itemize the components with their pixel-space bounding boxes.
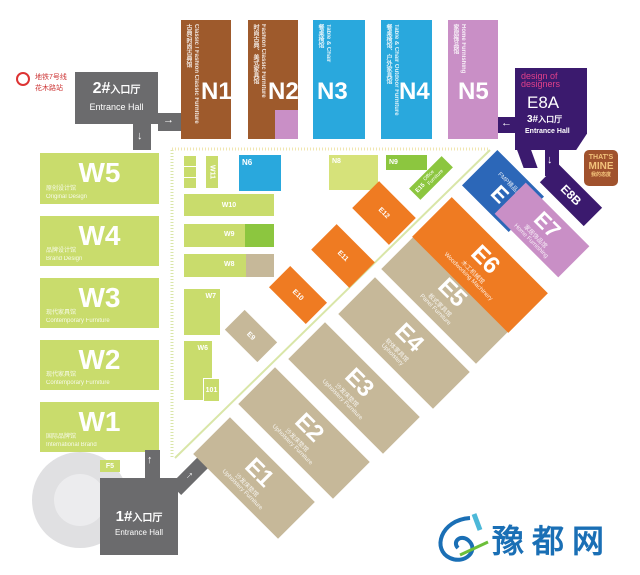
entrance-cn: 入口厅 [110, 85, 141, 96]
hall-en: Table & Chair Outdoor Furniture [393, 24, 399, 116]
hall-id: E15 [414, 182, 427, 195]
hall-w10[interactable]: W10 [184, 194, 274, 216]
hall-w11[interactable]: W11 [206, 156, 218, 188]
hall-en: International Brand [46, 442, 97, 448]
hall-w8[interactable]: W8 [184, 254, 274, 277]
subway-icon [16, 72, 30, 86]
entrance-number: 1# [115, 508, 133, 525]
hall-e8a-entrance-3[interactable]: design of designers E8A 3#入口厅 Entrance H… [515, 68, 587, 150]
swirl-logo-icon [438, 513, 489, 562]
subway-line: 地铁7号线 [35, 74, 67, 81]
hall-cn: 餐桌椅馆、户外家具馆 [385, 24, 391, 84]
hall-id: W9 [224, 231, 235, 238]
entrance-3-connector: ← [498, 117, 516, 133]
hall-id: W1 [78, 406, 121, 437]
watermark-text: 豫都网 [492, 523, 613, 559]
entrance-en: Entrance Hall [525, 128, 570, 135]
hall-en: Contemporary Furniture [46, 318, 110, 324]
badge-text: 我的态度 [590, 172, 611, 178]
hall-cn: 原创设计馆 [46, 186, 77, 192]
hall-en: Table & Chair [325, 24, 331, 63]
hall-id: W4 [78, 220, 121, 251]
hall-n6[interactable]: N6 [239, 155, 281, 191]
hall-cn: 国际品牌馆 [46, 434, 77, 440]
small-booth [184, 167, 196, 177]
entrance-number: 2# [92, 80, 111, 97]
entrance-en: Entrance Hall [89, 102, 144, 112]
hall-id: E8A [527, 93, 560, 112]
entrance-hall-2[interactable]: 2#入口厅 Entrance Hall [75, 72, 158, 124]
hall-id: N1 [201, 78, 232, 105]
thats-mine-badge: THAT'S MINE 我的态度 [584, 150, 618, 186]
hall-cn: 家居饰品馆 [452, 24, 458, 54]
hall-n9[interactable]: N9 [386, 155, 427, 170]
entrance-cn: 入口厅 [538, 115, 563, 124]
arrow-up-icon: ↑ [147, 454, 153, 466]
small-booth [184, 178, 196, 188]
arrow-right-icon: → [163, 114, 174, 126]
hall-f5[interactable]: F5 [100, 460, 120, 472]
hall-cn: 古典/时尚古典馆 [185, 24, 191, 68]
badge-text: MINE [588, 161, 614, 172]
entrance-1-corridor: ↑ [145, 450, 160, 480]
hall-101[interactable]: 101 [203, 378, 220, 402]
hall-id: W5 [78, 157, 121, 188]
hall-en: Home Furnishing [460, 24, 466, 74]
hall-en: Contemporary Furniture [46, 380, 110, 386]
design-of-designers-logo: design of designers [521, 71, 561, 89]
hall-w9[interactable]: W9 [184, 224, 274, 247]
hall-w7[interactable]: W7 [184, 289, 220, 335]
hall-cn: 时尚古典、美式家具馆 [252, 24, 258, 84]
arrow-down-icon: ↓ [547, 154, 553, 166]
hall-id: N2 [268, 78, 299, 105]
badge-text: THAT'S [588, 154, 614, 161]
hall-id: N5 [458, 78, 489, 105]
hall-id: N3 [317, 78, 348, 105]
n2-subzone [275, 110, 298, 139]
w8-subzone [246, 254, 274, 277]
hall-en: Fashion Classic Furniture [260, 24, 266, 98]
hall-en: Original Design [46, 194, 88, 200]
hall-cn: 品牌设计馆 [46, 248, 77, 254]
hall-cn: 现代家具馆 [46, 310, 77, 316]
arrow-down-icon: ↓ [137, 130, 143, 142]
hall-id: W3 [78, 282, 121, 313]
w9-subzone [245, 224, 274, 247]
entrance-2-corridor: ↓ [133, 124, 151, 150]
entrance-2-connector: → [158, 113, 181, 131]
hall-en: Classic / Fashion Classic Furniture [193, 24, 199, 124]
subway-station: 地铁7号线 花木路站 [35, 72, 67, 94]
hall-en: Brand Design [46, 256, 83, 262]
hall-cn: 现代家具馆 [46, 372, 77, 378]
entrance-cn: 入口厅 [132, 513, 163, 524]
hall-id: N4 [399, 78, 430, 105]
hall-n8[interactable]: N8 [329, 155, 378, 190]
arrow-left-icon: ← [501, 117, 512, 129]
entrance-en: Entrance Hall [114, 528, 164, 537]
entrance-number: 3# [527, 114, 539, 125]
subway-station-name: 花木路站 [35, 85, 63, 92]
hall-cn: 餐桌椅馆 [317, 24, 323, 48]
hall-id: W2 [78, 344, 121, 375]
hall-id: W8 [224, 261, 235, 268]
small-booth [184, 156, 196, 166]
entrance-hall-1[interactable]: 1#入口厅 Entrance Hall [100, 478, 178, 555]
